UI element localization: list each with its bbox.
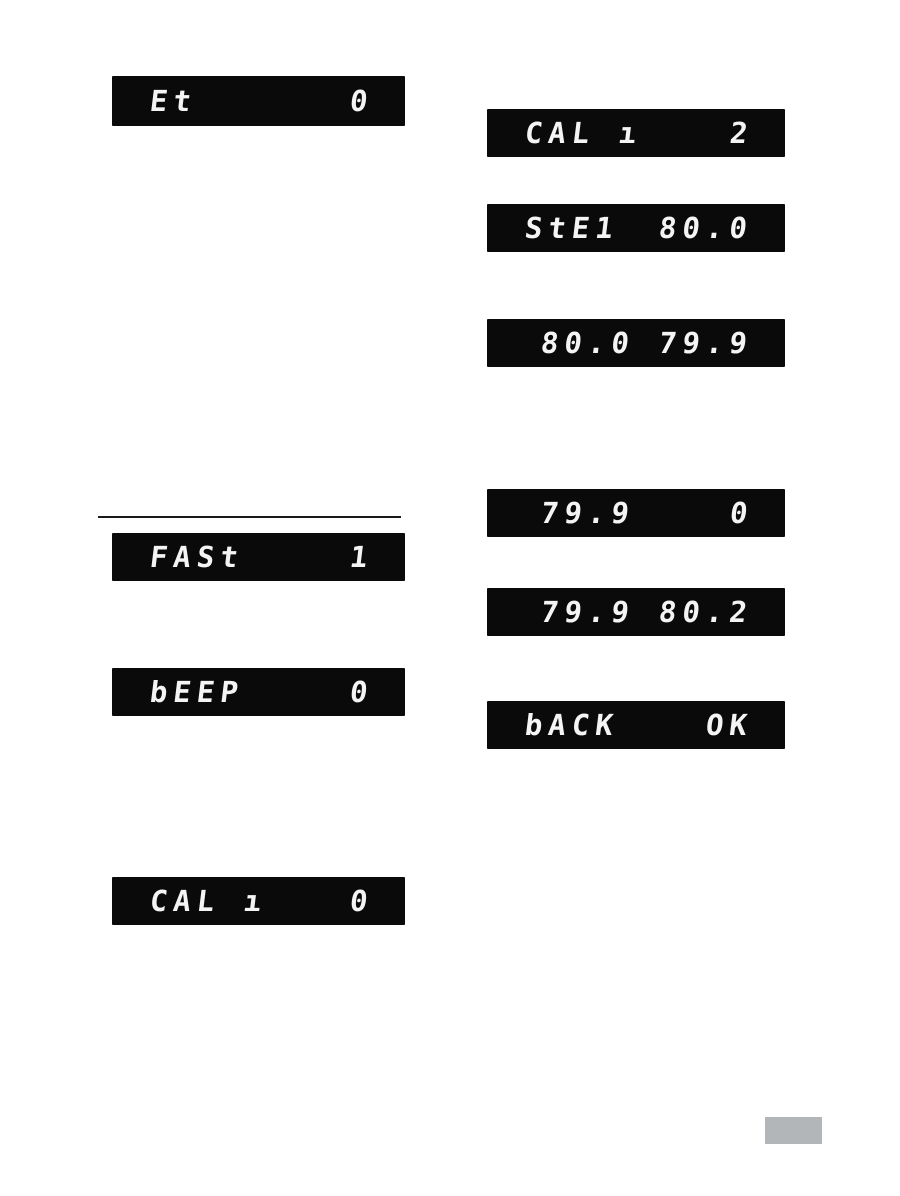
- lcd-display-cali-left: CAL ı 0: [112, 877, 405, 925]
- display-label: Et: [147, 83, 200, 118]
- display-label: CAL ı: [147, 883, 270, 918]
- display-value: 80.0: [657, 210, 756, 245]
- display-label: 79.9: [538, 594, 637, 629]
- display-value: 2: [727, 115, 756, 150]
- display-value: 79.9: [657, 325, 756, 360]
- display-value: 0: [347, 883, 376, 918]
- display-label: 80.0: [538, 325, 637, 360]
- display-value: OK: [704, 707, 756, 742]
- display-value: 80.2: [657, 594, 756, 629]
- lcd-display-cali-right: CAL ı 2: [487, 109, 785, 157]
- lcd-display-compare: 80.0 79.9: [487, 319, 785, 367]
- display-label: CAL ı: [522, 115, 645, 150]
- display-value: 1: [347, 539, 376, 574]
- lcd-display-et: Et 0: [112, 76, 405, 126]
- lcd-display-back-ok: bACK OK: [487, 701, 785, 749]
- page-number-marker: [765, 1117, 822, 1144]
- lcd-display-span: 79.9 80.2: [487, 588, 785, 636]
- display-label: FASt: [147, 539, 246, 574]
- display-value: 0: [347, 674, 376, 709]
- lcd-display-zero: 79.9 0: [487, 489, 785, 537]
- lcd-display-beep: bEEP 0: [112, 668, 405, 716]
- section-divider: [98, 516, 401, 518]
- display-label: StE1: [522, 210, 621, 245]
- display-label: bACK: [522, 707, 621, 742]
- display-label: 79.9: [538, 495, 637, 530]
- lcd-display-ste1: StE1 80.0: [487, 204, 785, 252]
- lcd-display-fast: FASt 1: [112, 533, 405, 581]
- display-value: 0: [347, 83, 376, 118]
- display-label: bEEP: [147, 674, 246, 709]
- display-value: 0: [727, 495, 756, 530]
